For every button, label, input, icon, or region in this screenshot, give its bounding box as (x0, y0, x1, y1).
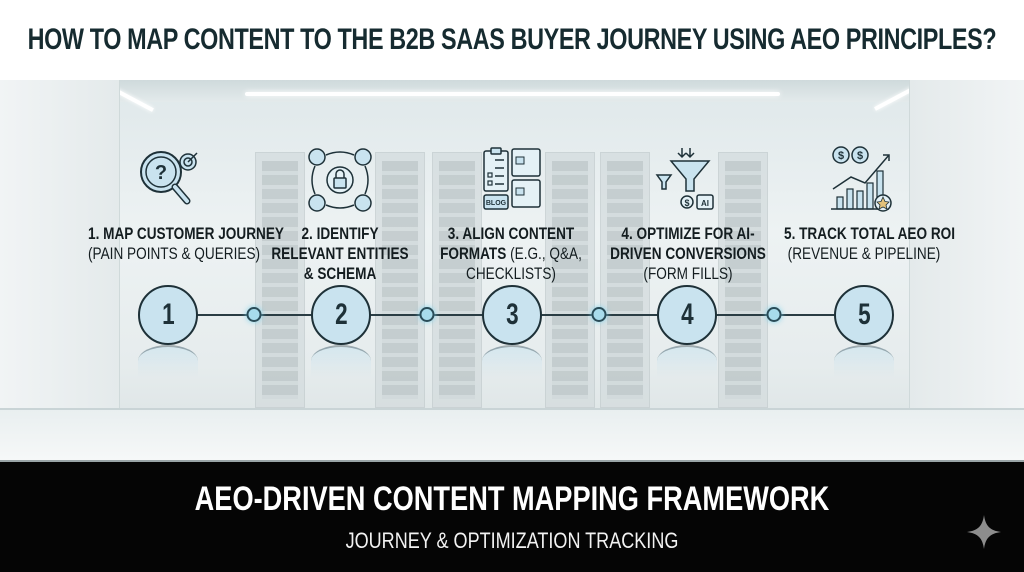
node-reflection (482, 345, 542, 377)
sparkle-icon (967, 515, 1001, 549)
step-2-title-line2: RELEVANT ENTITIES (271, 244, 409, 263)
step-1-title: 1. MAP CUSTOMER JOURNEY (88, 224, 284, 243)
svg-text:$: $ (838, 150, 844, 162)
checklist-blog-documents-icon: BLOG (483, 147, 541, 210)
node-reflection (834, 345, 894, 377)
wall-right (909, 80, 1024, 460)
step-node-3: 3 (482, 285, 542, 345)
connector-dot (591, 307, 607, 322)
step-4: $ AI 4. OPTIMIZE FOR AI- DRIVEN CONVERSI… (588, 145, 788, 284)
timeline: 1 2 3 4 5 (0, 285, 1024, 345)
step-2-title-line3: & SCHEMA (303, 264, 377, 283)
node-reflection (138, 345, 198, 377)
ceiling-light (245, 92, 780, 96)
svg-text:$: $ (684, 198, 689, 208)
step-3-title-line2: FORMATS (440, 244, 507, 263)
page-title: HOW TO MAP CONTENT TO THE B2B SAAS BUYER… (27, 23, 997, 56)
server-rack (600, 152, 650, 408)
node-reflection (311, 345, 371, 377)
step-2: 2. IDENTIFY RELEVANT ENTITIES & SCHEMA (240, 145, 440, 284)
step-node-4: 4 (657, 285, 717, 345)
step-node-2: 2 (311, 285, 371, 345)
step-1-subtitle: (PAIN POINTS & QUERIES) (88, 244, 261, 263)
step-5: $ $ 5. TRACK TOTAL AEO ROI (REVENUE & PI… (764, 145, 964, 264)
step-node-1: 1 (138, 285, 198, 345)
header: HOW TO MAP CONTENT TO THE B2B SAAS BUYER… (0, 0, 1024, 80)
step-1: ? 1. MAP CUSTOMER JOURNEY (PAIN POINTS &… (68, 145, 284, 264)
ceiling (0, 80, 1024, 102)
footer-banner: AEO-DRIVEN CONTENT MAPPING FRAMEWORK JOU… (0, 460, 1024, 572)
connector-dot (766, 307, 782, 322)
server-rack (432, 152, 482, 408)
server-rack (375, 152, 425, 408)
step-5-title: 5. TRACK TOTAL AEO ROI (784, 224, 956, 243)
step-3-subtitle: (E.G., Q&A, (506, 244, 582, 263)
step-3-subtitle-line2: CHECKLISTS) (466, 264, 556, 283)
footer-title: AEO-DRIVEN CONTENT MAPPING FRAMEWORK (194, 480, 830, 518)
step-4-title: 4. OPTIMIZE FOR AI- (621, 224, 755, 243)
svg-text:$: $ (857, 150, 863, 162)
step-4-subtitle: (FORM FILLS) (643, 264, 733, 283)
footer-subtitle: JOURNEY & OPTIMIZATION TRACKING (345, 528, 679, 553)
svg-text:BLOG: BLOG (486, 200, 507, 207)
step-4-title-line2: DRIVEN CONVERSIONS (610, 244, 766, 263)
svg-text:?: ? (155, 162, 167, 184)
svg-text:AI: AI (701, 199, 709, 208)
wall-left (0, 80, 120, 460)
step-2-title-line1: 2. IDENTIFY (301, 224, 379, 243)
server-rack (718, 152, 768, 408)
step-5-subtitle: (REVENUE & PIPELINE) (787, 244, 941, 263)
background-room (0, 80, 1024, 460)
connector-dot (246, 307, 262, 322)
node-reflection (657, 345, 717, 377)
entity-network-lock-icon (308, 148, 372, 212)
connector-dot (419, 307, 435, 322)
magnifier-question-target-icon: ? (140, 151, 198, 205)
step-3-title: 3. ALIGN CONTENT (447, 224, 575, 243)
revenue-growth-chart-icon: $ $ (831, 146, 892, 212)
funnel-ai-dollar-icon: $ AI (655, 148, 714, 210)
server-rack (255, 152, 305, 408)
floor (0, 408, 1024, 460)
server-rack (545, 152, 595, 408)
step-node-5: 5 (834, 285, 894, 345)
step-3: BLOG 3. ALIGN CONTENT FORMATS (E.G., Q&A… (411, 145, 611, 284)
